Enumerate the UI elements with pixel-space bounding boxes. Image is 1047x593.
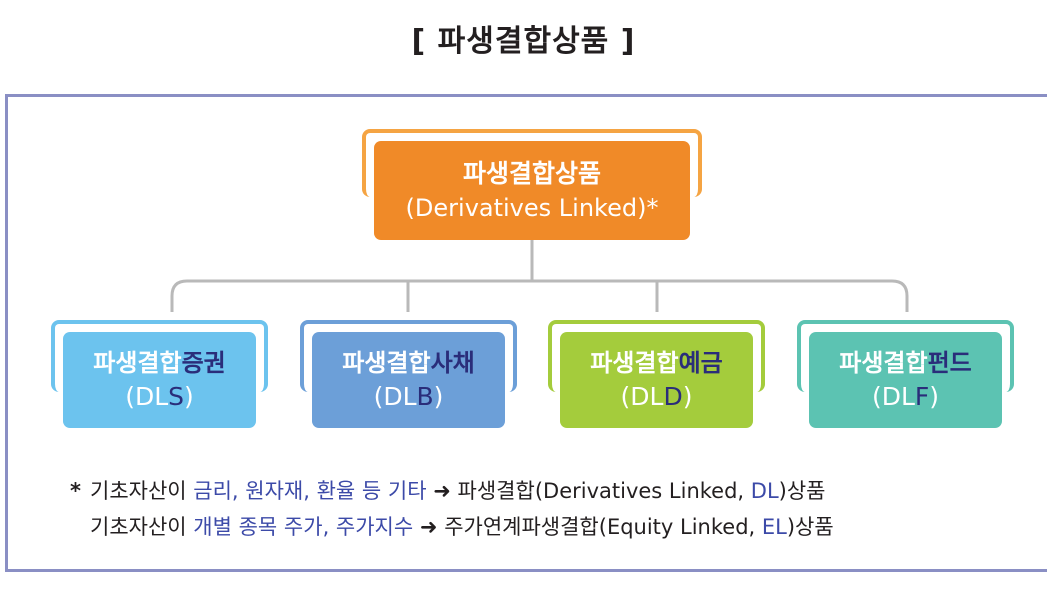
child-node-code-close: ) xyxy=(433,382,444,411)
child-node-title-part2: 펀드 xyxy=(927,349,972,377)
child-node-code-open: (DL xyxy=(871,382,915,411)
child-node-code-close: ) xyxy=(929,382,940,411)
footnote-code: DL xyxy=(750,479,779,503)
child-node-dlf: 파생결합펀드 (DLF) xyxy=(809,332,1002,428)
root-node-title-part2: 상품 xyxy=(555,158,602,188)
child-node-code-open: (DL xyxy=(620,382,664,411)
child-node-code-close: ) xyxy=(184,382,194,411)
footnote-prefix: 기초자산이 xyxy=(90,515,187,539)
footnote-row: 기초자산이 개별 종목 주가, 주가지수 ➜ 주가연계파생결합(Equity L… xyxy=(70,509,834,545)
child-node-code-letter: S xyxy=(168,382,185,411)
asterisk-icon: * xyxy=(70,479,81,503)
root-node-subtitle: (Derivatives Linked)* xyxy=(405,193,659,222)
footnote-result-suffix: )상품 xyxy=(786,515,834,539)
right-arrow-icon: ➜ xyxy=(433,479,451,503)
child-node-title-part2: 예금 xyxy=(678,349,723,377)
child-node-title: 파생결합예금 xyxy=(590,346,723,380)
child-node-title: 파생결합증권 xyxy=(93,346,226,380)
child-node-title: 파생결합사채 xyxy=(342,346,475,380)
child-node-code: (DLS) xyxy=(125,380,194,414)
root-node-title-part1: 파생결합 xyxy=(462,158,555,188)
child-node-bracket xyxy=(300,320,517,392)
child-node-code: (DLB) xyxy=(374,380,444,414)
child-node-code: (DLF) xyxy=(872,380,939,414)
child-node-title-part2: 증권 xyxy=(181,349,226,377)
child-node-title-part1: 파생결합 xyxy=(342,349,431,377)
child-node-code: (DLD) xyxy=(621,380,693,414)
child-node-dlb: 파생결합사채 (DLB) xyxy=(312,332,505,428)
child-node-title-part1: 파생결합 xyxy=(839,349,928,377)
child-node-bracket xyxy=(548,320,765,392)
footnote-highlight: 개별 종목 주가, 주가지수 xyxy=(193,515,414,539)
footnote-row: * 기초자산이 금리, 원자재, 환율 등 기타 ➜ 파생결합(Derivativ… xyxy=(70,473,834,509)
child-node-code-close: ) xyxy=(682,382,693,411)
footnote-result: 파생결합(Derivatives Linked, xyxy=(457,479,745,503)
child-node-dld: 파생결합예금 (DLD) xyxy=(560,332,753,428)
footnote-highlight: 금리, 원자재, 환율 등 기타 xyxy=(193,479,427,503)
child-node-title-part1: 파생결합 xyxy=(93,349,182,377)
root-node-bracket xyxy=(362,129,702,197)
child-node-dls: 파생결합증권 (DLS) xyxy=(63,332,256,428)
diagram-frame xyxy=(5,94,1047,572)
footnote-code: EL xyxy=(761,515,787,539)
connector-branch-bar xyxy=(170,279,909,312)
child-node-title-part2: 사채 xyxy=(430,349,475,377)
child-node-code-letter: B xyxy=(416,382,434,411)
child-node-bracket xyxy=(797,320,1014,392)
root-node: 파생결합상품 (Derivatives Linked)* xyxy=(374,141,690,240)
child-node-code-open: (DL xyxy=(373,382,417,411)
footnote-result: 주가연계파생결합(Equity Linked, xyxy=(444,515,756,539)
child-node-code-letter: D xyxy=(663,382,683,411)
page-title: [ 파생결합상품 ] xyxy=(411,24,636,59)
child-node-title-part1: 파생결합 xyxy=(590,349,679,377)
right-arrow-icon: ➜ xyxy=(419,515,438,539)
footnotes: * 기초자산이 금리, 원자재, 환율 등 기타 ➜ 파생결합(Derivativ… xyxy=(70,473,834,545)
footnote-prefix: 기초자산이 xyxy=(90,479,187,503)
footnote-result-suffix: )상품 xyxy=(778,479,826,503)
root-node-title: 파생결합상품 xyxy=(463,157,601,191)
child-node-code-open: (DL xyxy=(125,382,169,411)
child-node-bracket xyxy=(51,320,268,392)
child-node-code-letter: F xyxy=(914,382,930,411)
child-node-title: 파생결합펀드 xyxy=(839,346,972,380)
